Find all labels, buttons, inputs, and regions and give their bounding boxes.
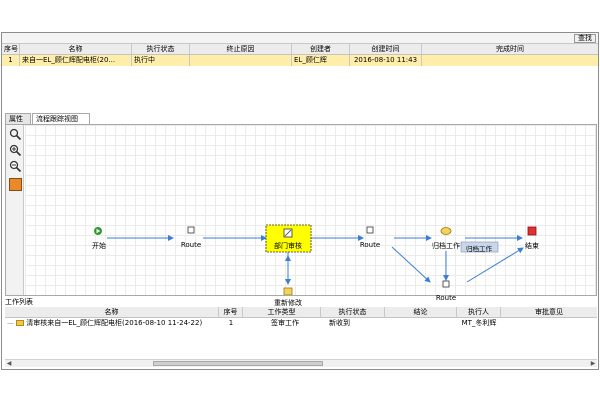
- col-header-name[interactable]: 名称: [5, 307, 219, 318]
- cell-create-time: 2016-08-10 11:43: [350, 55, 422, 66]
- query-button[interactable]: 查找: [574, 34, 596, 43]
- archive-tooltip-box: [460, 241, 499, 253]
- instance-grid: 序号 名称 执行状态 终止原因 创建者 创建时间 完成时间 1 来自一EL_顾仁…: [2, 44, 598, 66]
- work-list-grid: 名称 序号 工作类型 执行状态 结论 执行人 审批意见 — 清审核来自一EL_顾…: [5, 307, 597, 329]
- table-row[interactable]: 1 来自一EL_顾仁辉配电柜(20... 执行中 EL_顾仁辉 2016-08-…: [2, 55, 598, 66]
- zoom-out-icon[interactable]: [9, 160, 22, 173]
- flow-diagram: [94, 224, 537, 295]
- dept-review-label: 部门审核: [274, 242, 302, 250]
- col-header-create-time[interactable]: 创建时间: [350, 44, 422, 55]
- end-label: 结束: [525, 242, 539, 250]
- cell-name-text: 清审核来自一EL_顾仁辉配电柜(2016-08-10 11-24-22): [26, 319, 203, 327]
- top-toolbar: 查找: [2, 33, 598, 44]
- start-label: 开始: [92, 242, 106, 250]
- folder-icon: [16, 320, 25, 326]
- tab-flow-trace-view[interactable]: 流程跟踪视图: [32, 113, 90, 124]
- table-row[interactable]: — 清审核来自一EL_顾仁辉配电柜(2016-08-10 11-24-22) 1…: [5, 318, 597, 329]
- cell-work-type: 签审工作: [271, 319, 299, 327]
- flow-toolbox: [6, 125, 24, 295]
- play-icon: [96, 228, 101, 234]
- process-window: 查找 序号 名称 执行状态 终止原因 创建者 创建时间 完成时间 1 来自一EL…: [1, 32, 599, 370]
- cell-name: 来自一EL_顾仁辉配电柜(20...: [20, 55, 132, 66]
- work-list-title: 工作列表: [5, 298, 33, 306]
- color-box-icon[interactable]: [9, 178, 22, 191]
- end-node-icon[interactable]: [527, 226, 537, 236]
- cell-status: 新收到: [329, 319, 350, 327]
- cell-creator: EL_顾仁辉: [292, 55, 350, 66]
- col-header-terminate-reason[interactable]: 终止原因: [190, 44, 292, 55]
- col-header-conclusion[interactable]: 结论: [385, 307, 457, 318]
- archive-label: 归档工作: [432, 242, 460, 250]
- cell-terminate-reason: [190, 55, 292, 66]
- col-header-opinion[interactable]: 审批意见: [535, 308, 563, 316]
- cell-conclusion: [385, 318, 457, 329]
- archive-node-icon[interactable]: [440, 227, 452, 235]
- resubmit-label: 重新修改: [274, 299, 302, 307]
- archive-tooltip: 归档工作: [466, 245, 492, 253]
- col-header-executor[interactable]: 执行人: [457, 307, 501, 318]
- col-header-finish-time[interactable]: 完成时间: [496, 45, 524, 53]
- scroll-left-icon[interactable]: ◀: [6, 360, 12, 367]
- cell-finish-time: [422, 55, 598, 66]
- col-header-name[interactable]: 名称: [20, 44, 132, 55]
- instance-grid-header: 序号 名称 执行状态 终止原因 创建者 创建时间 完成时间: [2, 44, 598, 55]
- cell-index: 1: [2, 55, 20, 66]
- scroll-right-icon[interactable]: ▶: [590, 360, 596, 367]
- search-icon[interactable]: [9, 128, 22, 141]
- edge-route2-route3: [391, 246, 431, 283]
- col-header-index[interactable]: 序号: [219, 307, 243, 318]
- cell-status: 执行中: [132, 55, 190, 66]
- route-label: Route: [359, 241, 381, 249]
- col-header-work-type[interactable]: 工作类型: [243, 307, 321, 318]
- col-header-status[interactable]: 执行状态: [321, 307, 385, 318]
- cell-opinion: [501, 318, 597, 329]
- cell-name: — 清审核来自一EL_顾仁辉配电柜(2016-08-10 11-24-22): [7, 319, 203, 327]
- resubmit-node-icon[interactable]: [283, 287, 293, 295]
- zoom-in-icon[interactable]: [9, 144, 22, 157]
- route-node-icon[interactable]: [366, 226, 374, 234]
- route-label: Route: [435, 294, 457, 302]
- edge-route3-end: [466, 247, 524, 283]
- tab-properties[interactable]: 属性: [5, 113, 31, 124]
- flow-canvas: 开始 Route 部门审核 Route 归档工作 归档工作 结束 Route 重…: [25, 125, 596, 307]
- col-header-index[interactable]: 序号: [4, 44, 20, 55]
- col-header-creator[interactable]: 创建者: [292, 44, 350, 55]
- route-label: Route: [180, 241, 202, 249]
- route-node-icon[interactable]: [442, 280, 450, 288]
- flow-panel: 开始 Route 部门审核 Route 归档工作 归档工作 结束 Route 重…: [5, 124, 597, 307]
- work-list-header: 名称 序号 工作类型 执行状态 结论 执行人 审批意见: [5, 307, 597, 318]
- route-node-icon[interactable]: [187, 226, 195, 234]
- col-header-status[interactable]: 执行状态: [132, 44, 190, 55]
- horizontal-scrollbar[interactable]: ◀ ▶: [5, 359, 597, 367]
- cell-index: 1: [228, 319, 234, 327]
- scroll-thumb[interactable]: [153, 361, 323, 366]
- cell-executor: MT_冬利辉: [461, 319, 497, 327]
